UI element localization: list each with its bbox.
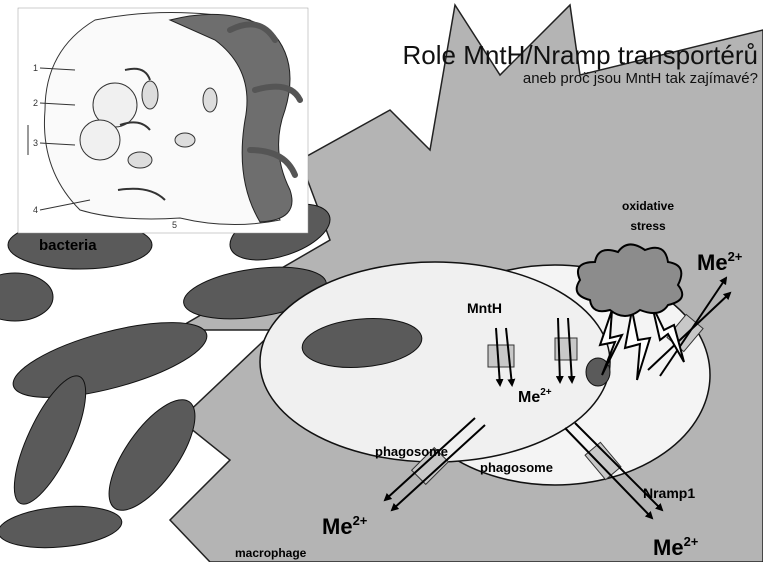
slide-subtitle: aneb proč jsou MntH tak zajímavé? <box>330 70 758 88</box>
phagosome-right-label: phagosome <box>480 460 553 475</box>
oxidative-label: oxidative <box>622 199 674 213</box>
macrophage-label: macrophage <box>235 546 307 560</box>
slide-title: Role MntH/Nramp transportérů <box>330 40 758 70</box>
bacterium <box>6 307 214 413</box>
inset-number: 1 <box>33 63 38 73</box>
inset-number: 4 <box>33 205 38 215</box>
nramp1-label: Nramp1 <box>643 485 695 501</box>
bacteria-label: bacteria <box>39 237 97 254</box>
phagosome-left-label: phagosome <box>375 444 448 459</box>
stress-label: stress <box>630 219 666 233</box>
slide-title-block: Role MntH/Nramp transportérů aneb proč j… <box>330 40 758 88</box>
inset-number: 5 <box>172 220 177 230</box>
bacterium <box>0 502 124 553</box>
inset-number: 2 <box>33 98 38 108</box>
mnth-label: MntH <box>467 300 502 316</box>
inset-number: 3 <box>33 138 38 148</box>
bacterium <box>0 273 53 321</box>
phagosome-left <box>260 262 610 462</box>
cell-diagram-inset: 1 2 3 4 5 <box>18 8 308 233</box>
